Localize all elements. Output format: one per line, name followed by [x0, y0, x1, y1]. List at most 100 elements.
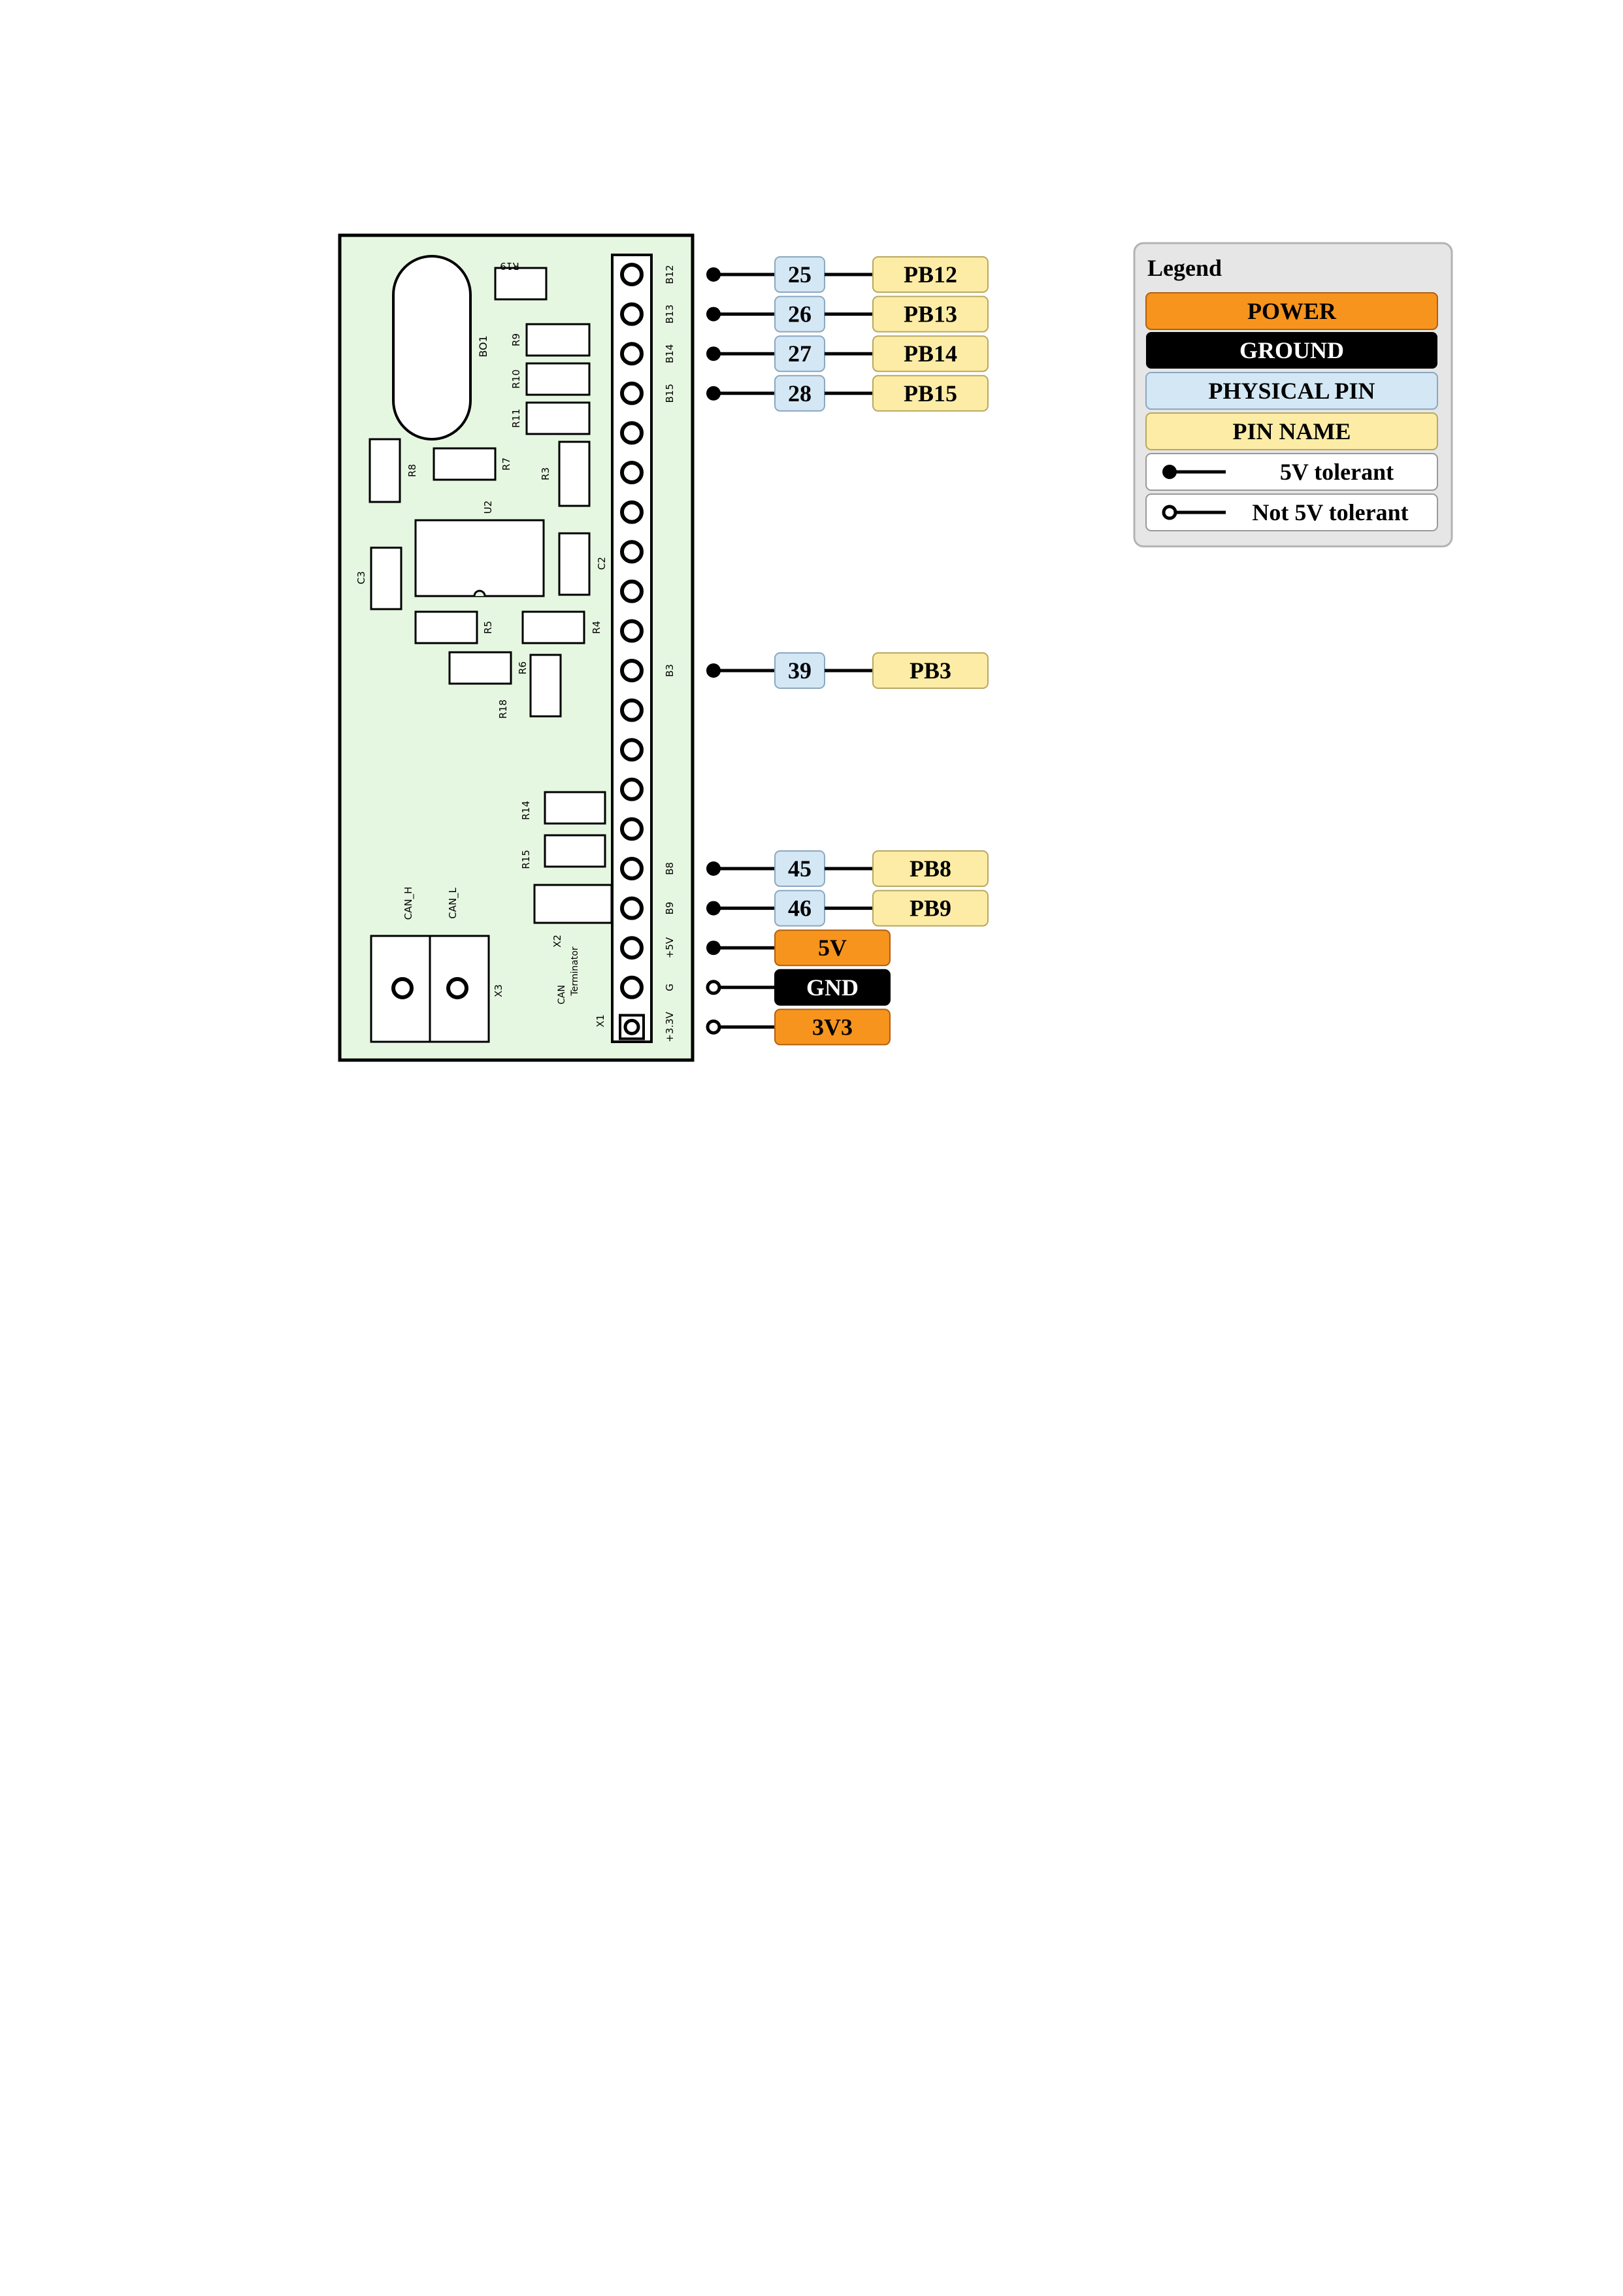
label-r18: R18 [497, 699, 509, 719]
label-r6: R6 [517, 661, 529, 674]
legend-ground-label: GROUND [1239, 337, 1344, 363]
pin-name-box [872, 850, 989, 887]
legend-tolerant-label: 5V tolerant [1280, 459, 1394, 485]
label-can-l: CAN_L [447, 887, 459, 918]
pin-name-box [872, 335, 989, 373]
filled-dot-icon [706, 901, 721, 916]
header-pin-label: B13 [664, 305, 676, 324]
can-h-terminal [391, 977, 414, 999]
power-pin-label: 5V [818, 935, 847, 961]
physical-pin-number: 46 [788, 895, 812, 922]
label-r3: R3 [540, 467, 551, 480]
legend-title: Legend [1147, 255, 1222, 281]
filled-dot-icon [706, 386, 721, 401]
header-pin-label: B9 [664, 902, 676, 915]
resistor-r6 [448, 651, 512, 685]
header-pin-hole [620, 579, 644, 603]
header-pin-label: B14 [664, 344, 676, 363]
pin-name-box [872, 256, 989, 293]
header-pin-label: G [664, 984, 676, 991]
legend-power-label: POWER [1247, 298, 1337, 324]
label-x2: X2 [551, 935, 563, 948]
power-pin-label: 3V3 [812, 1014, 853, 1040]
label-r8: R8 [406, 464, 418, 477]
header-pins [619, 263, 645, 1040]
header-pin-hole [620, 777, 644, 801]
label-r14: R14 [520, 801, 532, 820]
header-pin-label: +3.3V [664, 1011, 676, 1042]
resistor-r4 [521, 610, 585, 644]
header-pin-label: B15 [664, 384, 676, 403]
label-c3: C3 [355, 571, 367, 584]
filled-dot-icon [706, 267, 721, 282]
legend-not-tolerant-row [1145, 493, 1438, 531]
header-pin-hole [620, 500, 644, 524]
header-pin-hole [620, 817, 644, 841]
header-pin-hole [620, 461, 644, 484]
header-pin-hole [620, 738, 644, 762]
resistor-r3 [558, 441, 591, 507]
header-pin-hole [620, 302, 644, 326]
physical-pin-number: 28 [788, 380, 812, 407]
physical-pin-number: 39 [788, 657, 812, 684]
header-pin-hole [620, 896, 644, 920]
label-r4: R4 [591, 621, 602, 634]
physical-pin-number: 25 [788, 261, 812, 288]
ground-pin-box [774, 969, 891, 1006]
resistor-r15 [544, 834, 606, 868]
jumper-x2 [533, 884, 613, 924]
crystal-bo1 [392, 255, 472, 441]
filled-dot-icon [706, 663, 721, 678]
pin-name-box [872, 374, 989, 412]
pin-name-label: PB14 [904, 341, 957, 367]
label-bo1: BO1 [477, 335, 489, 357]
label-r11: R11 [510, 408, 522, 428]
resistor-r10 [525, 362, 591, 396]
header-pin-hole [620, 857, 644, 880]
header-pin-hole [620, 975, 644, 999]
header-pin-hole [620, 619, 644, 643]
resistor-r7 [433, 447, 497, 481]
label-u2: U2 [482, 501, 494, 514]
header-pin-hole [623, 1018, 640, 1035]
header-pin-label: B12 [664, 265, 676, 284]
legend-tolerant-row [1145, 453, 1438, 491]
label-r15: R15 [520, 850, 532, 869]
filled-dot-icon [706, 861, 721, 876]
physical-pin-number: 27 [788, 341, 812, 367]
power-pin-box [774, 1008, 891, 1046]
header-pin-hole [620, 698, 644, 722]
label-x3: X3 [493, 984, 504, 997]
legend-pinname-label: PIN NAME [1233, 418, 1351, 444]
label-terminator: Terminator [570, 946, 580, 996]
legend-physical-swatch [1145, 372, 1438, 410]
pin-name-label: PB13 [904, 301, 957, 327]
header-pin-hole [620, 381, 644, 405]
header-pin-hole [620, 342, 644, 366]
power-pin-box [774, 929, 891, 967]
pin-header [611, 254, 653, 1043]
header-pin-hole [620, 263, 644, 286]
open-dot-icon [706, 980, 721, 995]
resistor-r18 [529, 654, 562, 718]
label-r10: R10 [510, 369, 522, 389]
pin-name-label: PB9 [910, 895, 951, 922]
label-x1: X1 [595, 1014, 606, 1027]
open-dot-icon [706, 1019, 721, 1035]
legend-ground-swatch [1146, 332, 1437, 369]
resistor-r9 [525, 323, 591, 357]
capacitor-c2 [558, 532, 591, 596]
resistor-r8 [369, 438, 401, 503]
pin-name-label: PB8 [910, 856, 951, 882]
filled-dot-icon [706, 307, 721, 322]
filled-dot-icon [706, 346, 721, 361]
resistor-r11 [525, 401, 591, 435]
pin-name-label: PB15 [904, 380, 957, 407]
pin-name-box [872, 295, 989, 333]
legend: Legend POWER GROUND PHYSICAL PIN PIN NAM… [1133, 242, 1453, 548]
label-r5: R5 [482, 621, 494, 634]
physical-pin-number: 45 [788, 856, 812, 882]
